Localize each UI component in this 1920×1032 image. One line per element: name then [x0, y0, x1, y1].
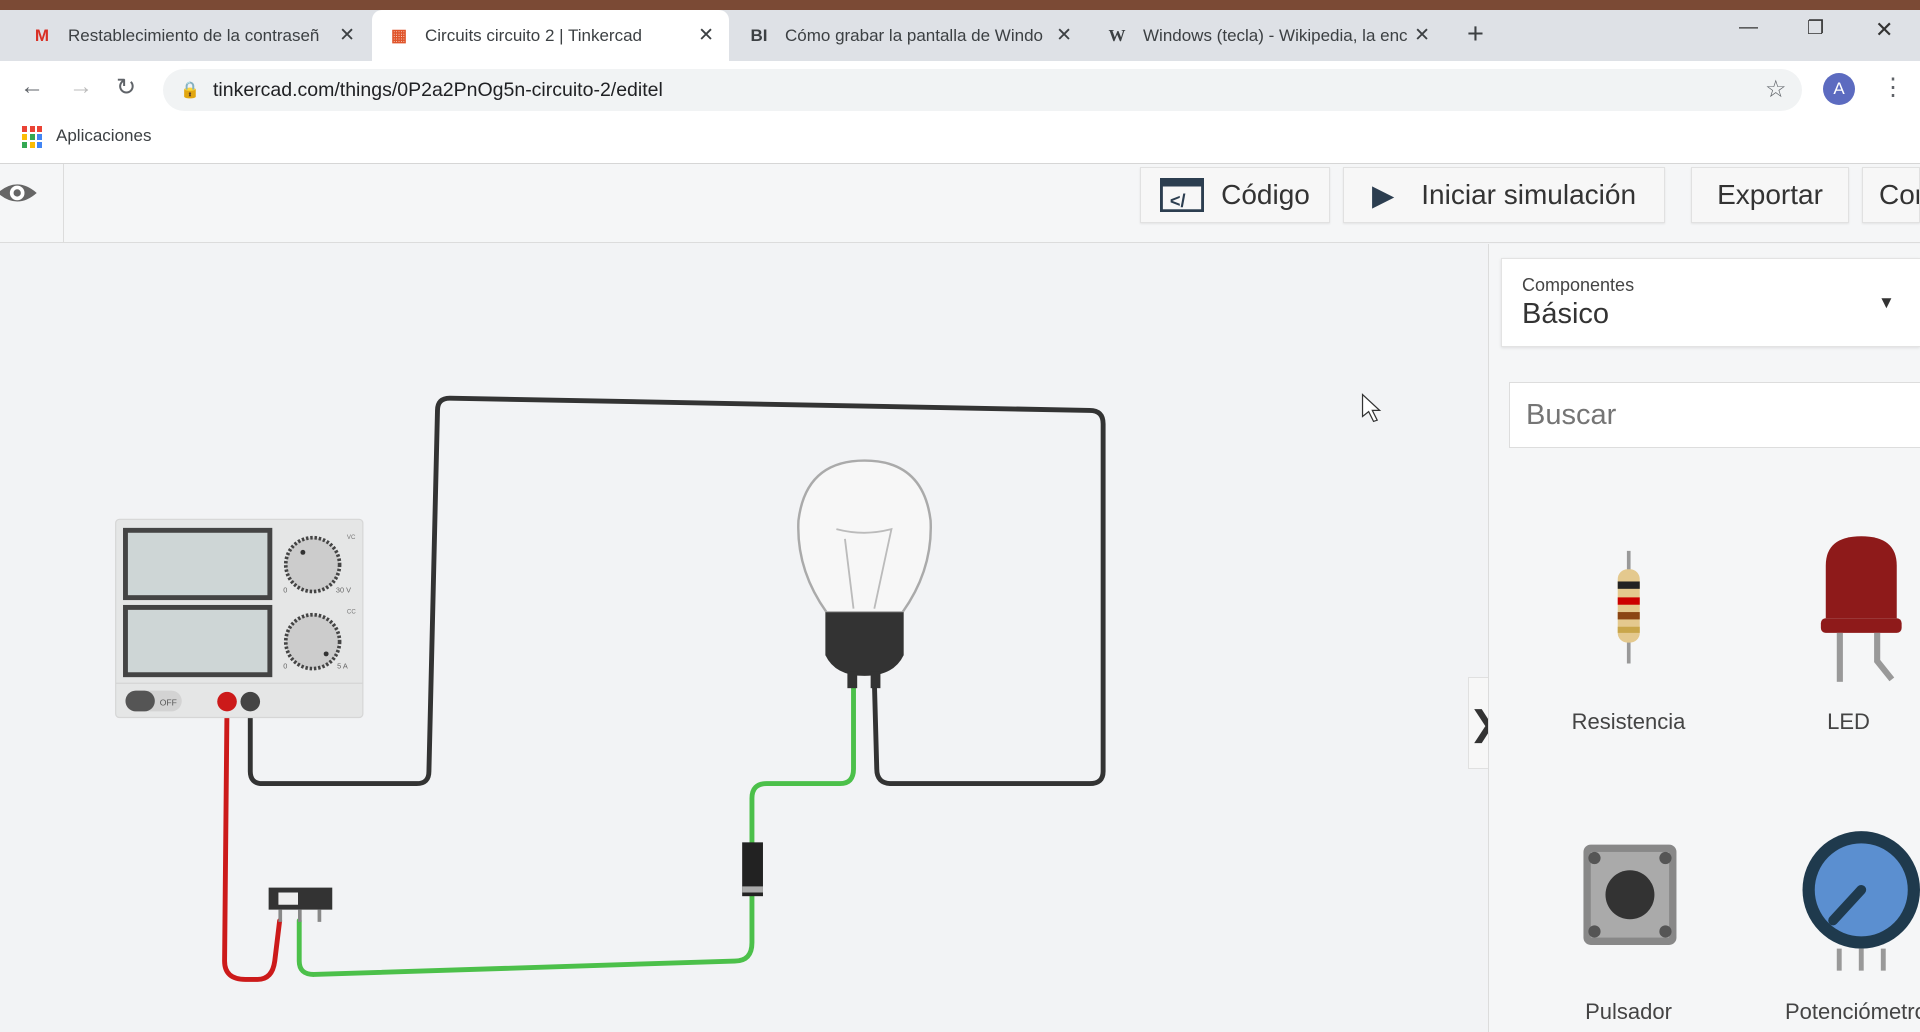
negative-terminal: [240, 691, 261, 712]
eye-icon: [0, 184, 37, 202]
bookmarks-bar: [0, 116, 1920, 164]
menu-icon[interactable]: ⋮: [1881, 74, 1905, 101]
close-tab-icon[interactable]: ✕: [1056, 25, 1072, 46]
share-label: Compartir: [1879, 179, 1919, 210]
simulate-label: Iniciar simulación: [1421, 179, 1637, 210]
play-icon: ▶: [1371, 179, 1395, 212]
bi-icon: BI: [750, 25, 768, 45]
new-tab-button[interactable]: +: [1467, 18, 1484, 50]
close-window-button[interactable]: ✕: [1875, 17, 1894, 42]
tab-title: Windows (tecla) - Wikipedia, la enc: [1143, 25, 1408, 45]
mouse-cursor-icon: [1361, 393, 1382, 423]
tab-bi[interactable]: BI Cómo grabar la pantalla de Windo ✕: [732, 10, 1087, 61]
bookmark-star-icon[interactable]: ☆: [1765, 76, 1787, 103]
tab-strip: [0, 10, 1920, 61]
url-bar[interactable]: 🔒 tinkercad.com/things/0P2a2PnOg5n-circu…: [163, 69, 1802, 111]
code-label: Código: [1221, 179, 1310, 210]
circuit-canvas[interactable]: OFF 30 V 5 A 0 0 VC CC: [0, 244, 1488, 1032]
svg-text:</: </: [1170, 191, 1186, 211]
gmail-icon: M: [34, 25, 50, 45]
dropdown-label: Componentes: [1522, 275, 1635, 295]
tab-gmail[interactable]: M Restablecimiento de la contraseñ ✕: [15, 10, 370, 61]
tab-title: Circuits circuito 2 | Tinkercad: [425, 25, 642, 45]
positive-terminal: [217, 691, 237, 712]
tinkercad-icon: ▦: [390, 25, 408, 45]
code-button[interactable]: </ Código: [1140, 167, 1330, 223]
close-tab-icon[interactable]: ✕: [698, 25, 714, 46]
light-bulb[interactable]: [797, 459, 932, 689]
component-potenciometro[interactable]: Potenciómetro: [1785, 999, 1920, 1024]
forward-button[interactable]: →: [69, 73, 93, 100]
tab-wikipedia[interactable]: W Windows (tecla) - Wikipedia, la enc ✕: [1090, 10, 1445, 61]
close-tab-icon[interactable]: ✕: [339, 25, 355, 46]
start-simulation-button[interactable]: ▶ Iniciar simulación: [1343, 167, 1665, 223]
slide-switch[interactable]: [268, 887, 333, 922]
wire-red: [222, 700, 283, 982]
potentiometer-icon[interactable]: [1802, 831, 1920, 971]
search-input[interactable]: [1509, 382, 1920, 448]
component-pulsador[interactable]: Pulsador: [1585, 999, 1672, 1024]
resistor-icon[interactable]: [1617, 550, 1640, 664]
tab-title: Restablecimiento de la contraseñ: [68, 25, 320, 45]
dropdown-value: Básico: [1522, 298, 1610, 330]
cc-label: CC: [347, 609, 356, 616]
reload-button[interactable]: ↻: [116, 74, 137, 101]
tab-title: Cómo grabar la pantalla de Windo: [785, 25, 1043, 45]
wire-green-diode-to-bulb: [749, 683, 856, 845]
minimize-button[interactable]: —: [1739, 17, 1758, 38]
wire-green-switch-to-diode: [296, 891, 755, 977]
off-label: OFF: [160, 697, 177, 707]
share-button[interactable]: Compartir: [1862, 167, 1920, 223]
led-icon[interactable]: [1820, 536, 1902, 682]
window-title-bar: [0, 0, 1920, 10]
bookmark-apps[interactable]: Aplicaciones: [56, 126, 152, 145]
back-button[interactable]: ←: [20, 73, 44, 100]
code-icon: </: [1160, 178, 1205, 212]
wire-black-ps-to-top: [247, 395, 1106, 787]
export-label: Exportar: [1717, 179, 1823, 210]
close-tab-icon[interactable]: ✕: [1414, 25, 1430, 46]
component-icons: [1583, 536, 1920, 971]
export-button[interactable]: Exportar: [1691, 167, 1849, 223]
view-toggle[interactable]: [0, 164, 64, 242]
power-supply[interactable]: OFF 30 V 5 A 0 0 VC CC: [115, 518, 364, 719]
restore-button[interactable]: ❐: [1807, 18, 1825, 39]
v-max-label: 30 V: [336, 586, 351, 595]
lock-icon: 🔒: [180, 82, 200, 99]
diode[interactable]: [742, 842, 763, 897]
apps-grid-icon: [22, 126, 44, 148]
pushbutton-icon[interactable]: [1583, 844, 1677, 945]
url-text: tinkercad.com/things/0P2a2PnOg5n-circuit…: [213, 79, 663, 101]
a-max-label: 5 A: [337, 662, 348, 671]
component-resistencia[interactable]: Resistencia: [1571, 709, 1686, 734]
v-min-label: 0: [283, 586, 287, 595]
chevron-down-icon: ▼: [1878, 293, 1895, 312]
a-min-label: 0: [283, 662, 287, 671]
vc-label: VC: [347, 534, 356, 541]
components-dropdown[interactable]: Componentes Básico ▼: [1501, 258, 1920, 347]
tab-tinkercad[interactable]: ▦ Circuits circuito 2 | Tinkercad ✕: [372, 10, 729, 61]
profile-avatar[interactable]: A: [1823, 73, 1855, 105]
component-led[interactable]: LED: [1827, 709, 1870, 734]
wikipedia-icon: W: [1108, 25, 1126, 45]
